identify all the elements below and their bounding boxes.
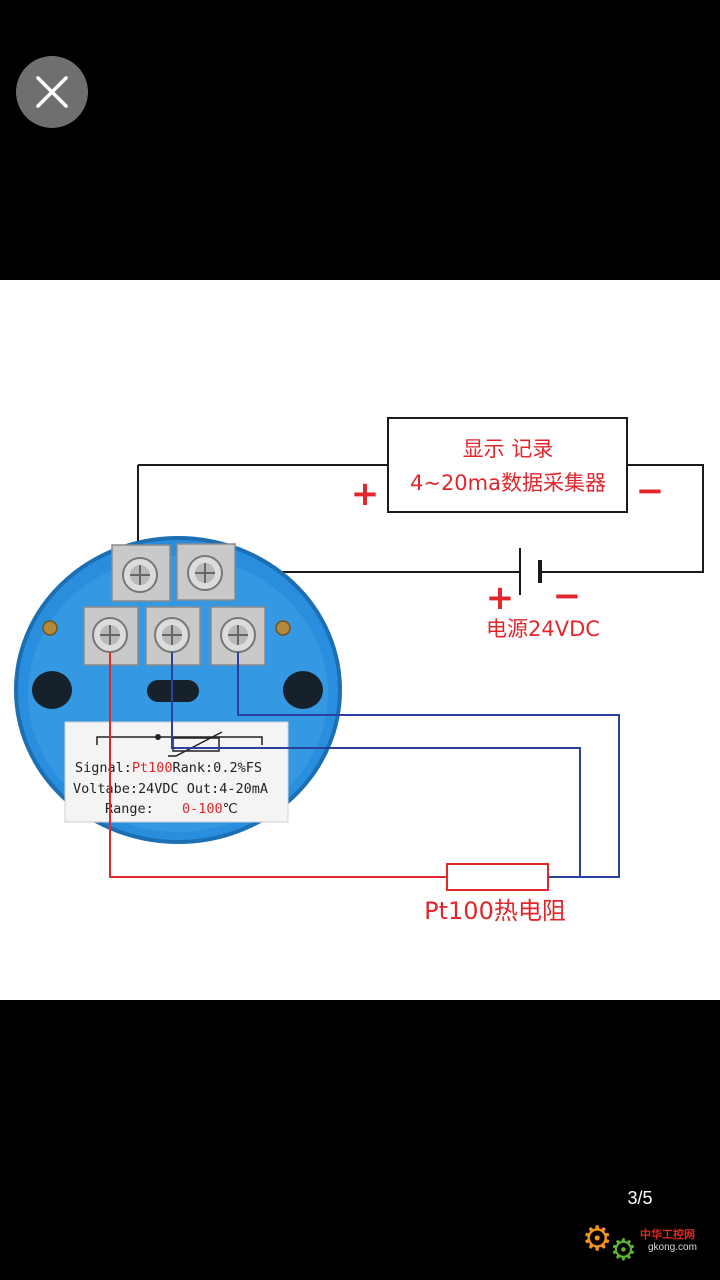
image-panel[interactable]: 显示 记录 4~20ma数据采集器 + − + − 电源24VDC <box>0 280 720 1000</box>
watermark-name: 中华工控网 <box>640 1228 695 1241</box>
terminal-screw <box>220 617 256 653</box>
transmitter-module: Signal:Pt100Rank:0.2%FS Voltabe:24VDC Ou… <box>14 536 342 844</box>
collector-minus-sign: − <box>636 471 665 511</box>
terminal-screw <box>187 555 223 591</box>
watermark-logo: ⚙ ⚙ 中华工控网 gkong.com <box>582 1220 714 1274</box>
label-range-value: 0-100 <box>182 801 223 817</box>
brass-screw <box>42 620 58 636</box>
close-button[interactable] <box>16 56 88 128</box>
mounting-hole <box>283 671 323 709</box>
thermistor-symbol-slash <box>168 731 223 757</box>
terminal-screw <box>122 557 158 593</box>
label-signal-value: Pt100 <box>132 760 173 776</box>
wire-sensor-blue-1 <box>171 652 581 877</box>
label-rank: Rank:0.2%FS <box>173 760 262 776</box>
gear-icon: ⚙ <box>582 1219 613 1259</box>
page-counter: 3/5 <box>627 1188 653 1208</box>
collector-title: 显示 记录 <box>463 437 554 461</box>
label-circuit-line <box>96 736 263 745</box>
label-line-signal: Signal:Pt100Rank:0.2%FS <box>75 760 262 776</box>
power-plus-sign: + <box>486 578 515 618</box>
label-circuit-node <box>155 734 161 740</box>
label-line-range: Range: 0-100℃ <box>105 801 238 817</box>
label-range-prefix: Range: <box>105 801 154 817</box>
gear-icon: ⚙ <box>610 1233 637 1268</box>
mounting-hole <box>32 671 72 709</box>
terminal-screw <box>92 617 128 653</box>
wiring-diagram: 显示 记录 4~20ma数据采集器 + − + − 电源24VDC <box>14 417 704 925</box>
wire-sensor-blue-2 <box>237 652 620 878</box>
wire-sensor-red <box>109 652 447 878</box>
pt100-resistor <box>446 863 549 891</box>
sensor-label: Pt100热电阻 <box>424 897 566 925</box>
terminal-screw <box>154 617 190 653</box>
power-label: 电源24VDC <box>486 617 600 641</box>
watermark-domain: gkong.com <box>648 1242 697 1253</box>
wire-collector-negative <box>540 464 704 573</box>
label-signal-prefix: Signal: <box>75 760 132 776</box>
thermistor-symbol <box>172 737 220 752</box>
collector-box <box>387 417 628 513</box>
power-minus-sign: − <box>553 576 582 616</box>
collector-subtitle: 4~20ma数据采集器 <box>410 471 606 495</box>
collector-plus-sign: + <box>351 474 380 514</box>
label-range-unit: ℃ <box>223 801 238 817</box>
label-line-voltage: Voltabe:24VDC Out:4-20mA <box>73 781 268 797</box>
close-icon[interactable] <box>16 56 88 128</box>
brass-screw <box>275 620 291 636</box>
